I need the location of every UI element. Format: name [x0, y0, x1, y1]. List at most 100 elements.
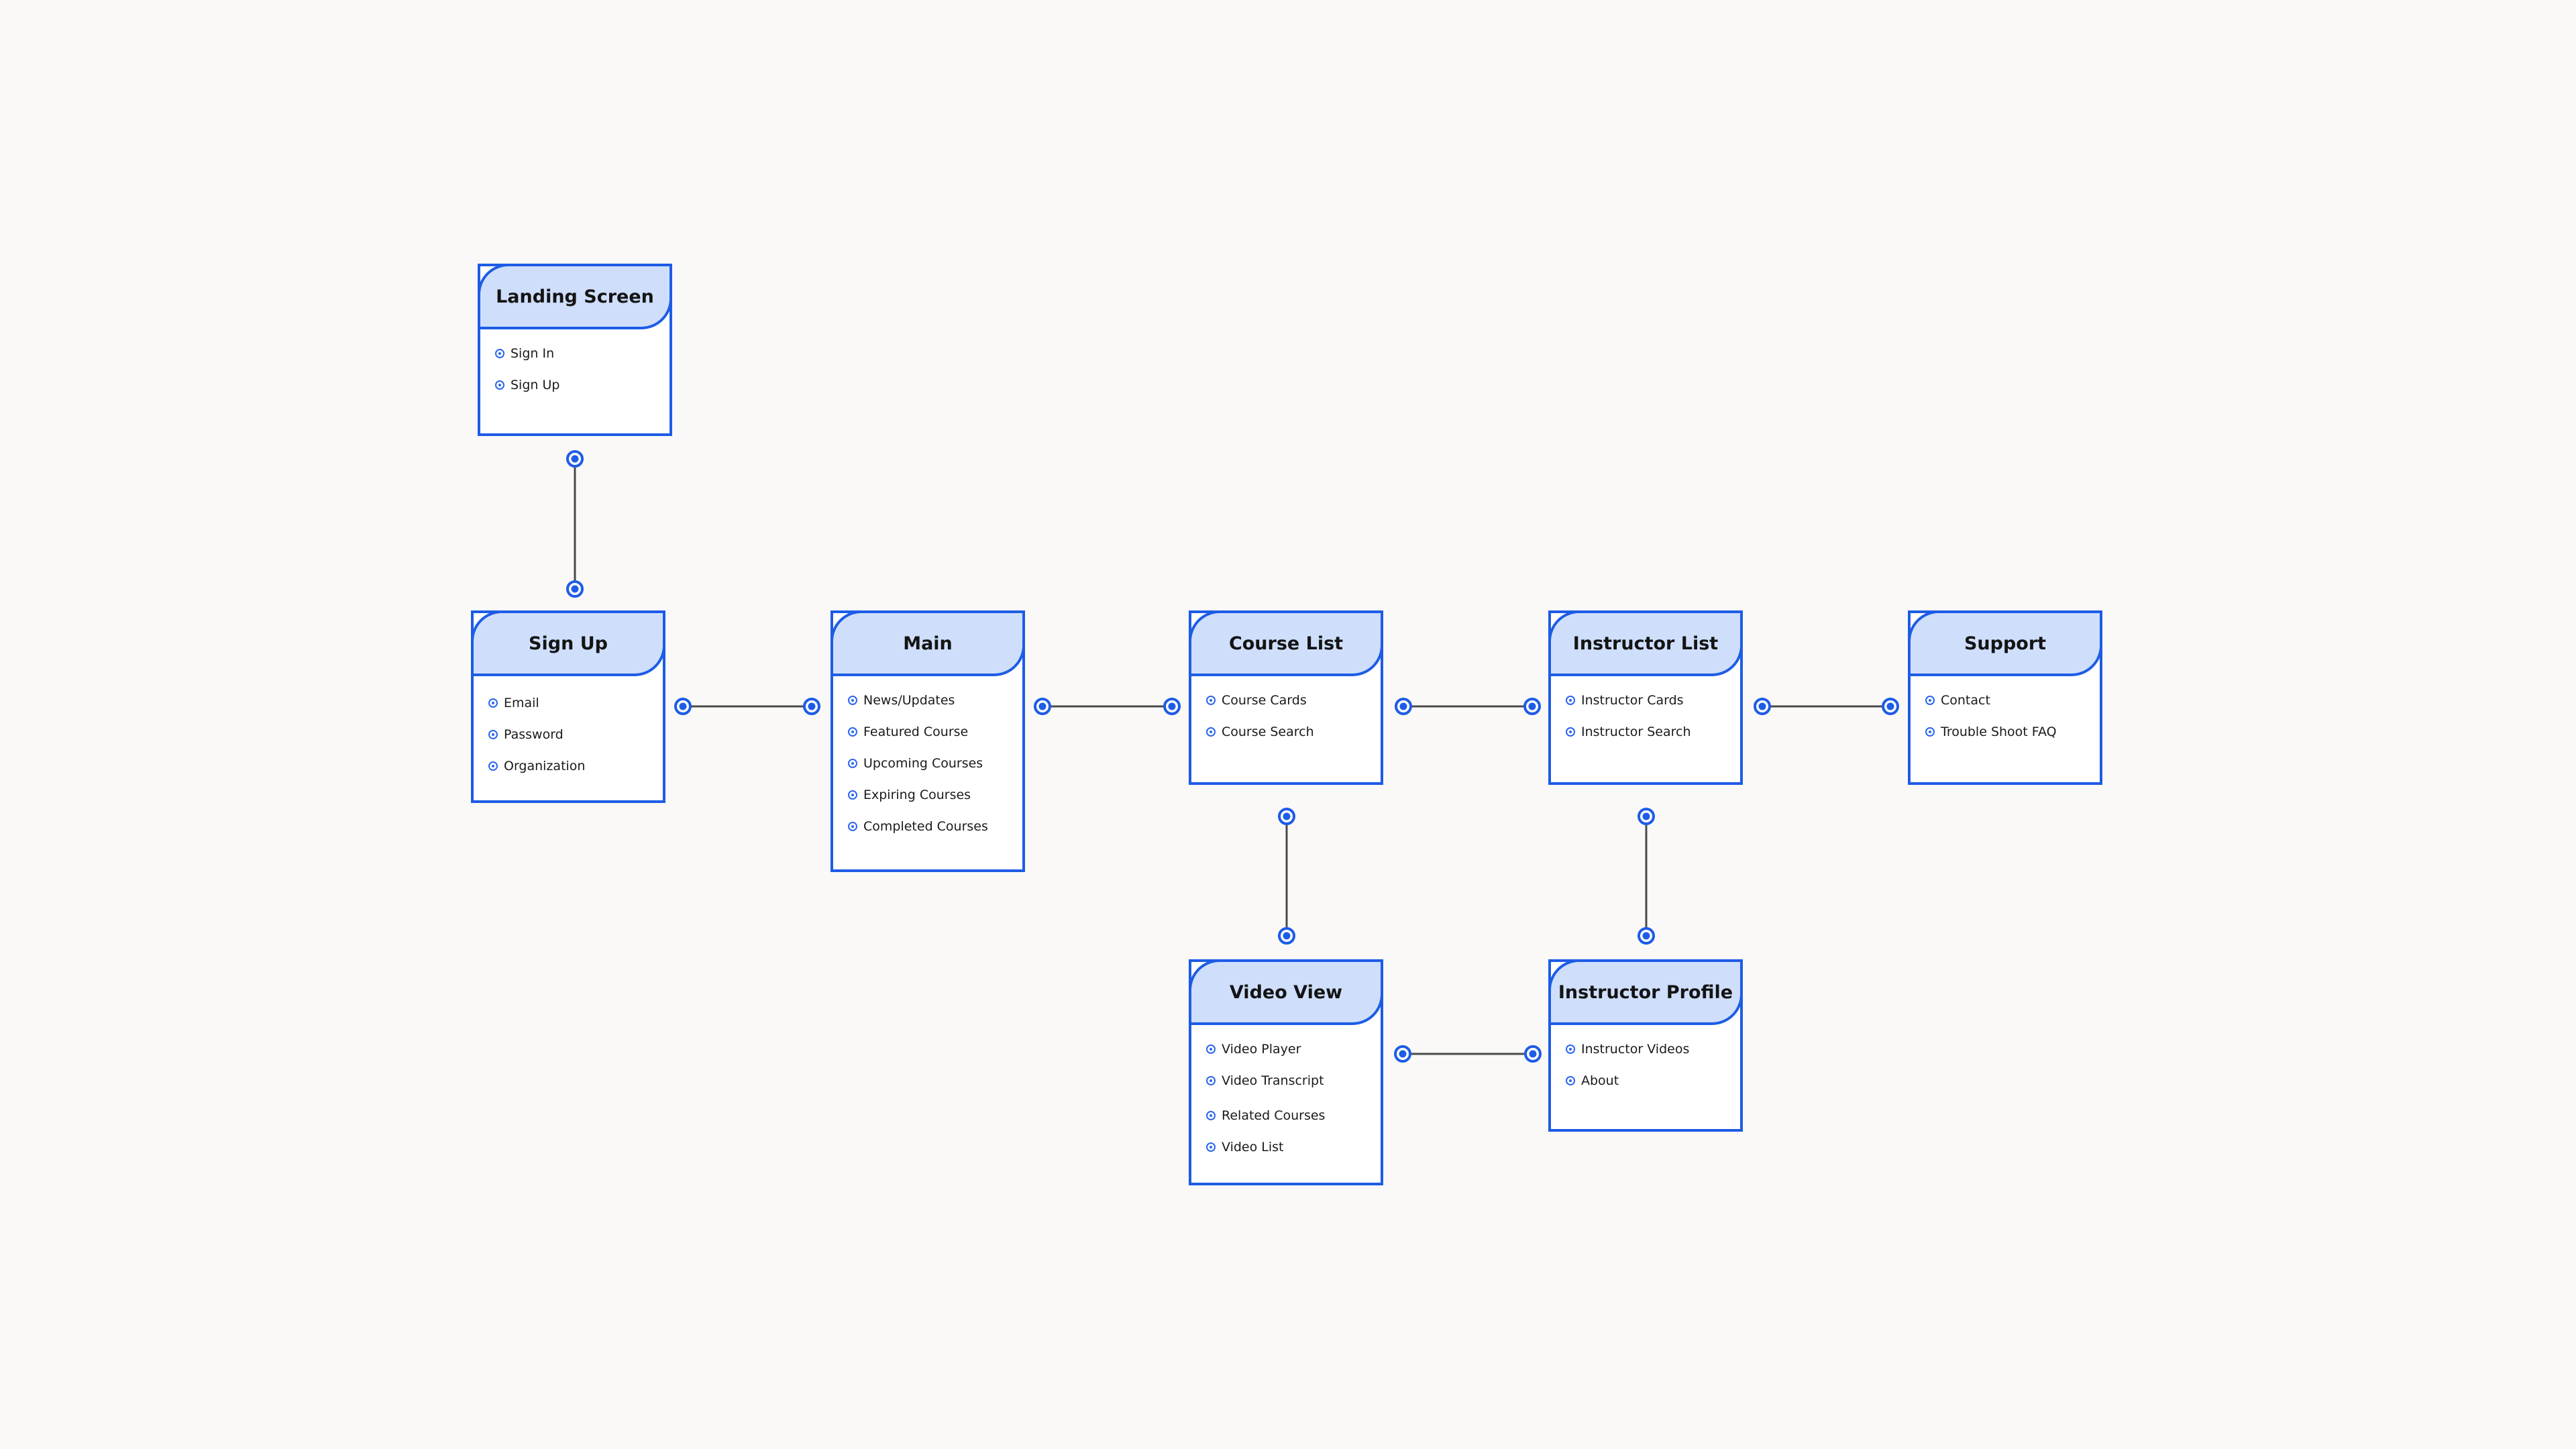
- node-support[interactable]: Support Contact Trouble Shoot FAQ: [1908, 610, 2102, 785]
- node-course-list[interactable]: Course List Course Cards Course Search: [1189, 610, 1383, 785]
- list-item: News/Updates: [848, 687, 1016, 714]
- node-title: Instructor List: [1548, 610, 1743, 676]
- bullet-icon: [848, 696, 857, 705]
- bullet-icon: [848, 790, 857, 800]
- list-item: Instructor Videos: [1566, 1036, 1733, 1063]
- item-label: Course Cards: [1222, 693, 1307, 708]
- node-main[interactable]: Main News/Updates Featured Course Upcomi…: [830, 610, 1025, 872]
- bullet-icon: [1566, 727, 1575, 737]
- bullet-icon: [495, 380, 504, 390]
- item-label: Instructor Cards: [1581, 693, 1684, 708]
- node-landing-screen[interactable]: Landing Screen Sign In Sign Up: [478, 264, 672, 436]
- bullet-icon: [1206, 1142, 1216, 1152]
- connector-endpoint-icon[interactable]: [1278, 808, 1295, 825]
- connector-endpoint-icon[interactable]: [674, 698, 692, 715]
- node-video-view[interactable]: Video View Video Player Video Transcript…: [1189, 959, 1383, 1185]
- list-item: Video List: [1206, 1134, 1374, 1161]
- item-label: Password: [504, 727, 564, 742]
- item-label: Sign In: [511, 346, 555, 361]
- connector-endpoint-icon[interactable]: [1638, 808, 1655, 825]
- list-item: Instructor Search: [1566, 718, 1733, 745]
- connector-endpoint-icon[interactable]: [566, 450, 584, 468]
- connector-endpoint-icon[interactable]: [1638, 927, 1655, 945]
- bullet-icon: [848, 759, 857, 768]
- bullet-icon: [1925, 727, 1935, 737]
- bullet-icon: [488, 730, 498, 739]
- item-label: Expiring Courses: [863, 788, 971, 802]
- connector-endpoint-icon[interactable]: [1278, 927, 1295, 945]
- list-item: About: [1566, 1067, 1733, 1094]
- bullet-icon: [1206, 1111, 1216, 1120]
- list-item: Completed Courses: [848, 813, 1016, 840]
- list-item: Upcoming Courses: [848, 750, 1016, 777]
- item-label: Email: [504, 696, 539, 710]
- item-label: Upcoming Courses: [863, 756, 983, 771]
- bullet-icon: [1206, 1076, 1216, 1085]
- node-title: Sign Up: [471, 610, 665, 676]
- node-title: Instructor Profile: [1548, 959, 1743, 1025]
- connector-endpoint-icon[interactable]: [1524, 1045, 1542, 1063]
- bullet-icon: [1206, 1044, 1216, 1054]
- list-item: Password: [488, 721, 656, 748]
- item-label: Video Player: [1222, 1042, 1301, 1057]
- connector-endpoint-icon[interactable]: [1395, 698, 1412, 715]
- list-item: Contact: [1925, 687, 2093, 714]
- connector-endpoint-icon[interactable]: [1523, 698, 1541, 715]
- list-item: Email: [488, 690, 656, 716]
- item-label: Video List: [1222, 1140, 1284, 1155]
- node-title: Landing Screen: [478, 264, 672, 329]
- list-item: Course Cards: [1206, 687, 1374, 714]
- list-item: Video Transcript: [1206, 1067, 1374, 1094]
- list-item: Instructor Cards: [1566, 687, 1733, 714]
- list-item: Organization: [488, 753, 656, 780]
- node-title: Video View: [1189, 959, 1383, 1025]
- bullet-icon: [1566, 1076, 1575, 1085]
- node-sign-up[interactable]: Sign Up Email Password Organization: [471, 610, 665, 803]
- item-label: Instructor Search: [1581, 724, 1691, 739]
- bullet-icon: [1206, 727, 1216, 737]
- item-label: Related Courses: [1222, 1108, 1326, 1123]
- list-item: Course Search: [1206, 718, 1374, 745]
- connector-endpoint-icon[interactable]: [1394, 1045, 1411, 1063]
- list-item: Sign In: [495, 340, 663, 367]
- item-label: Organization: [504, 759, 586, 773]
- connector-endpoint-icon[interactable]: [803, 698, 820, 715]
- item-label: Video Transcript: [1222, 1073, 1324, 1088]
- list-item: Trouble Shoot FAQ: [1925, 718, 2093, 745]
- node-instructor-list[interactable]: Instructor List Instructor Cards Instruc…: [1548, 610, 1743, 785]
- bullet-icon: [848, 727, 857, 737]
- item-label: News/Updates: [863, 693, 955, 708]
- connector-endpoint-icon[interactable]: [1034, 698, 1051, 715]
- list-item: Expiring Courses: [848, 782, 1016, 808]
- bullet-icon: [1206, 696, 1216, 705]
- node-instructor-profile[interactable]: Instructor Profile Instructor Videos Abo…: [1548, 959, 1743, 1132]
- list-item: Sign Up: [495, 372, 663, 398]
- item-label: Completed Courses: [863, 819, 988, 834]
- connector-endpoint-icon[interactable]: [1882, 698, 1899, 715]
- bullet-icon: [1566, 1044, 1575, 1054]
- list-item: Related Courses: [1206, 1102, 1374, 1129]
- node-title: Course List: [1189, 610, 1383, 676]
- item-label: Contact: [1941, 693, 1990, 708]
- bullet-icon: [1566, 696, 1575, 705]
- connector-endpoint-icon[interactable]: [1163, 698, 1181, 715]
- item-label: Instructor Videos: [1581, 1042, 1690, 1057]
- item-label: Trouble Shoot FAQ: [1941, 724, 2057, 739]
- list-item: Video Player: [1206, 1036, 1374, 1063]
- bullet-icon: [488, 698, 498, 708]
- item-label: About: [1581, 1073, 1619, 1088]
- connector-endpoint-icon[interactable]: [566, 580, 584, 598]
- list-item: Featured Course: [848, 718, 1016, 745]
- bullet-icon: [495, 349, 504, 358]
- bullet-icon: [1925, 696, 1935, 705]
- bullet-icon: [848, 822, 857, 831]
- item-label: Featured Course: [863, 724, 969, 739]
- node-title: Support: [1908, 610, 2102, 676]
- item-label: Sign Up: [511, 378, 560, 392]
- connector-endpoint-icon[interactable]: [1754, 698, 1771, 715]
- node-title: Main: [830, 610, 1025, 676]
- bullet-icon: [488, 761, 498, 771]
- item-label: Course Search: [1222, 724, 1314, 739]
